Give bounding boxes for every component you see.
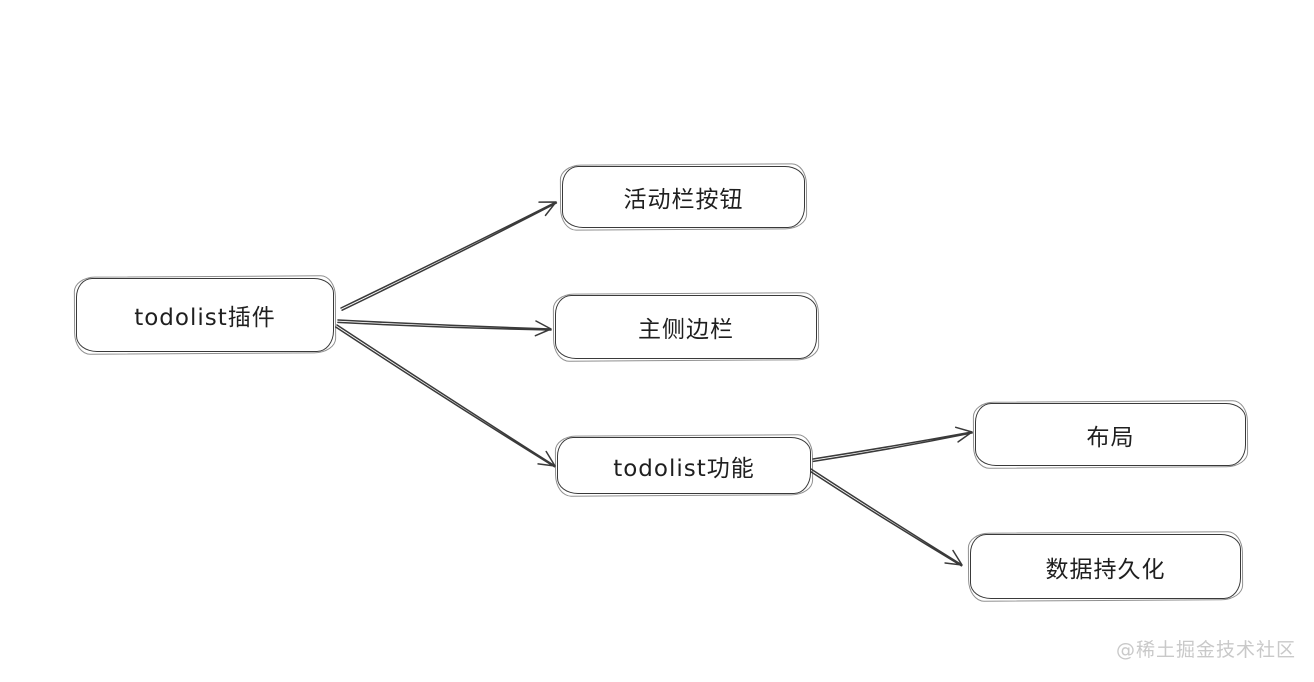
edge-todolist-feature-to-data-persistence: [808, 468, 963, 567]
node-data-persistence: 数据持久化: [970, 534, 1241, 599]
node-layout-label: 布局: [1086, 424, 1135, 451]
node-activity-bar-button-label: 活动栏按钮: [623, 187, 744, 213]
edge-todolist-plugin-to-activity-bar-button: [340, 201, 558, 311]
node-activity-bar-button: 活动栏按钮: [562, 166, 805, 228]
edge-todolist-plugin-to-todolist-feature: [334, 324, 556, 468]
node-todolist-feature: todolist功能: [557, 437, 811, 494]
node-data-persistence-label: 数据持久化: [1045, 556, 1166, 583]
edge-todolist-feature-to-layout: [812, 426, 973, 463]
watermark: @稀土掘金技术社区: [1115, 639, 1296, 661]
edge-todolist-plugin-to-main-sidebar: [337, 319, 552, 337]
node-layout: 布局: [975, 403, 1246, 466]
node-main-sidebar-label: 主侧边栏: [638, 317, 734, 343]
node-todolist-plugin-label: todolist插件: [134, 305, 276, 331]
node-todolist-plugin: todolist插件: [76, 278, 334, 352]
node-todolist-feature-label: todolist功能: [613, 455, 755, 482]
node-main-sidebar: 主侧边栏: [555, 295, 817, 359]
